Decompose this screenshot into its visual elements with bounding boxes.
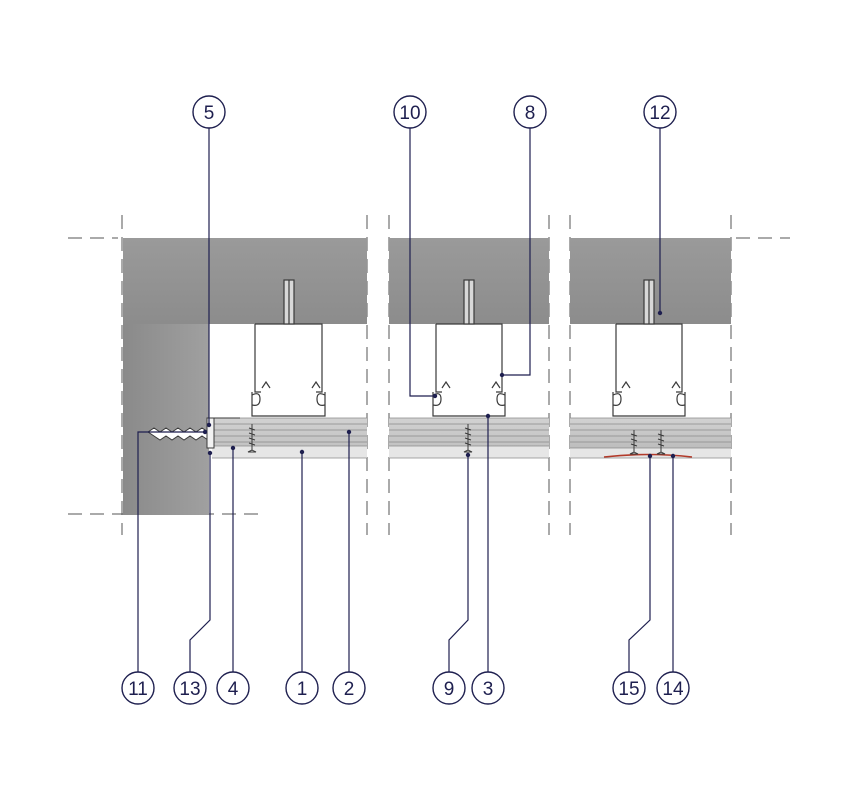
callout-11-label: 11 [128,679,148,700]
callout-11: 11 [121,671,155,705]
board-layers [212,417,731,459]
callout-8: 8 [513,95,547,129]
profile-middle [432,279,506,417]
callout-3-label: 3 [483,679,494,700]
screws [247,424,666,455]
wall-anchor [147,417,240,449]
profile-right [612,279,686,417]
board-right [570,418,731,448]
leader-lines [137,128,674,672]
screw-right-1 [629,430,639,455]
callout-12: 12 [643,95,677,129]
callout-10: 10 [393,95,427,129]
profiles [251,279,686,417]
callout-4: 4 [216,671,250,705]
callout-13: 13 [173,671,207,705]
callout-4-label: 4 [228,679,239,700]
callout-5: 5 [192,95,226,129]
callout-9: 9 [432,671,466,705]
callout-8-label: 8 [525,103,536,124]
joint-tape [603,453,693,458]
screw-left [247,424,257,453]
profile-left [251,279,326,417]
screw-right-2 [656,430,666,455]
callout-12-label: 12 [649,103,670,124]
perimeter-profile [206,417,215,449]
callout-14: 14 [656,671,690,705]
concrete-structure [123,238,731,515]
callout-1: 1 [285,671,319,705]
callout-9-label: 9 [444,679,455,700]
screw-middle [463,424,473,453]
callout-10-label: 10 [399,103,420,124]
callout-3: 3 [471,671,505,705]
concrete-slab-left [123,238,367,324]
callout-5-label: 5 [204,103,215,124]
callout-1-label: 1 [297,679,308,700]
callout-15-label: 15 [618,679,639,700]
callout-2-label: 2 [344,679,355,700]
callout-13-label: 13 [179,679,200,700]
leader-dots [202,310,676,459]
callout-2: 2 [332,671,366,705]
callout-14-label: 14 [662,679,684,700]
callout-15: 15 [612,671,646,705]
